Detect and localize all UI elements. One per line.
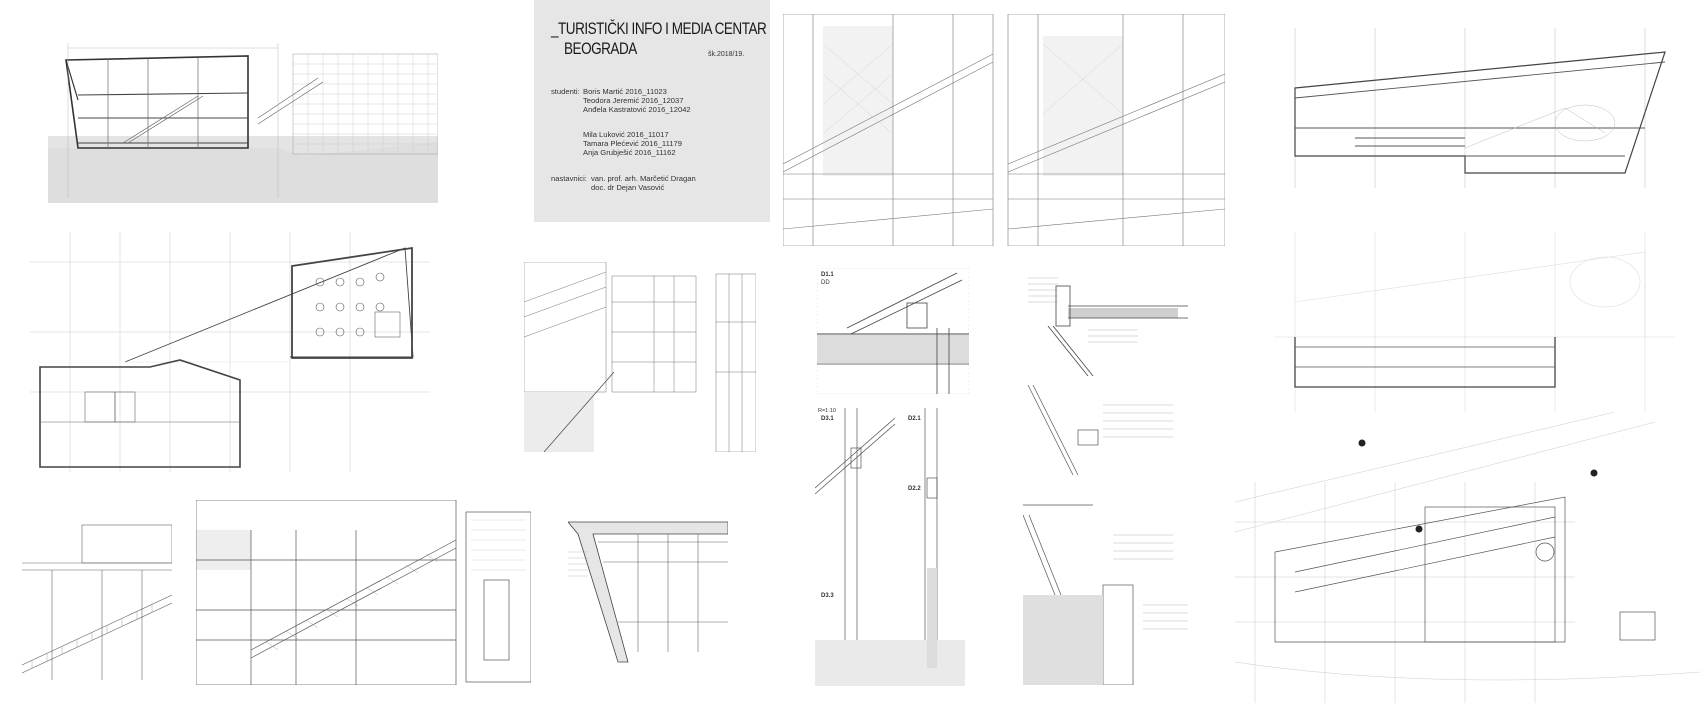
detail-label: D2.2 [908, 486, 921, 492]
drawing-detail-d1-1: D1.1 DD [817, 268, 969, 394]
drawing-facade-details [783, 14, 1225, 246]
drawing-stair-section-b [196, 500, 531, 685]
teacher-name: van. prof. arh. Marčetić Dragan [591, 174, 696, 183]
teachers-label: nastavnici: [551, 174, 587, 183]
drawing-stair-section-a [22, 515, 172, 680]
student-name: Tamara Plećević 2016_11179 [583, 139, 682, 148]
drawing-site-plan [1235, 412, 1700, 703]
student-name: Boris Martić 2016_11023 [583, 87, 667, 96]
detail-label: D3.3 [821, 593, 834, 599]
student-name: Anja Grubješić 2016_11162 [583, 148, 676, 157]
school-year: šk.2018/19. [708, 51, 745, 58]
drawing-facade-fragment [524, 262, 756, 452]
teacher-name: doc. dr Dejan Vasović [591, 183, 665, 192]
project-title: _TURISTIČKI INFO I MEDIA CENTAR [551, 20, 767, 38]
student-name: Anđela Kastratović 2016_12042 [583, 105, 691, 114]
student-name: Teodora Jeremić 2016_12037 [583, 96, 684, 105]
drawing-section-ghost [1275, 232, 1675, 412]
drawing-longitudinal-section [1265, 28, 1685, 188]
project-title-city: BEOGRADA [564, 40, 637, 58]
scale-label: R=1:10 [818, 408, 836, 414]
drawing-roof-detail [1028, 266, 1188, 376]
student-name: Mila Luković 2016_11017 [583, 130, 669, 139]
drawing-floor-plan [30, 232, 430, 472]
drawing-section-stairs [48, 38, 438, 203]
drawing-glazing-details [1023, 385, 1193, 685]
drawing-canopy-section [568, 512, 728, 672]
drawing-detail-column: R=1:10 D3.1 D2.1 D2.2 D3.3 [815, 408, 965, 686]
detail-label: D3.1 [821, 416, 834, 422]
students-label: studenti: [551, 87, 580, 96]
detail-label: D1.1 [821, 272, 834, 278]
detail-label: D2.1 [908, 416, 921, 422]
title-block: _TURISTIČKI INFO I MEDIA CENTAR BEOGRADA… [534, 0, 770, 222]
detail-sublabel: DD [821, 280, 830, 286]
